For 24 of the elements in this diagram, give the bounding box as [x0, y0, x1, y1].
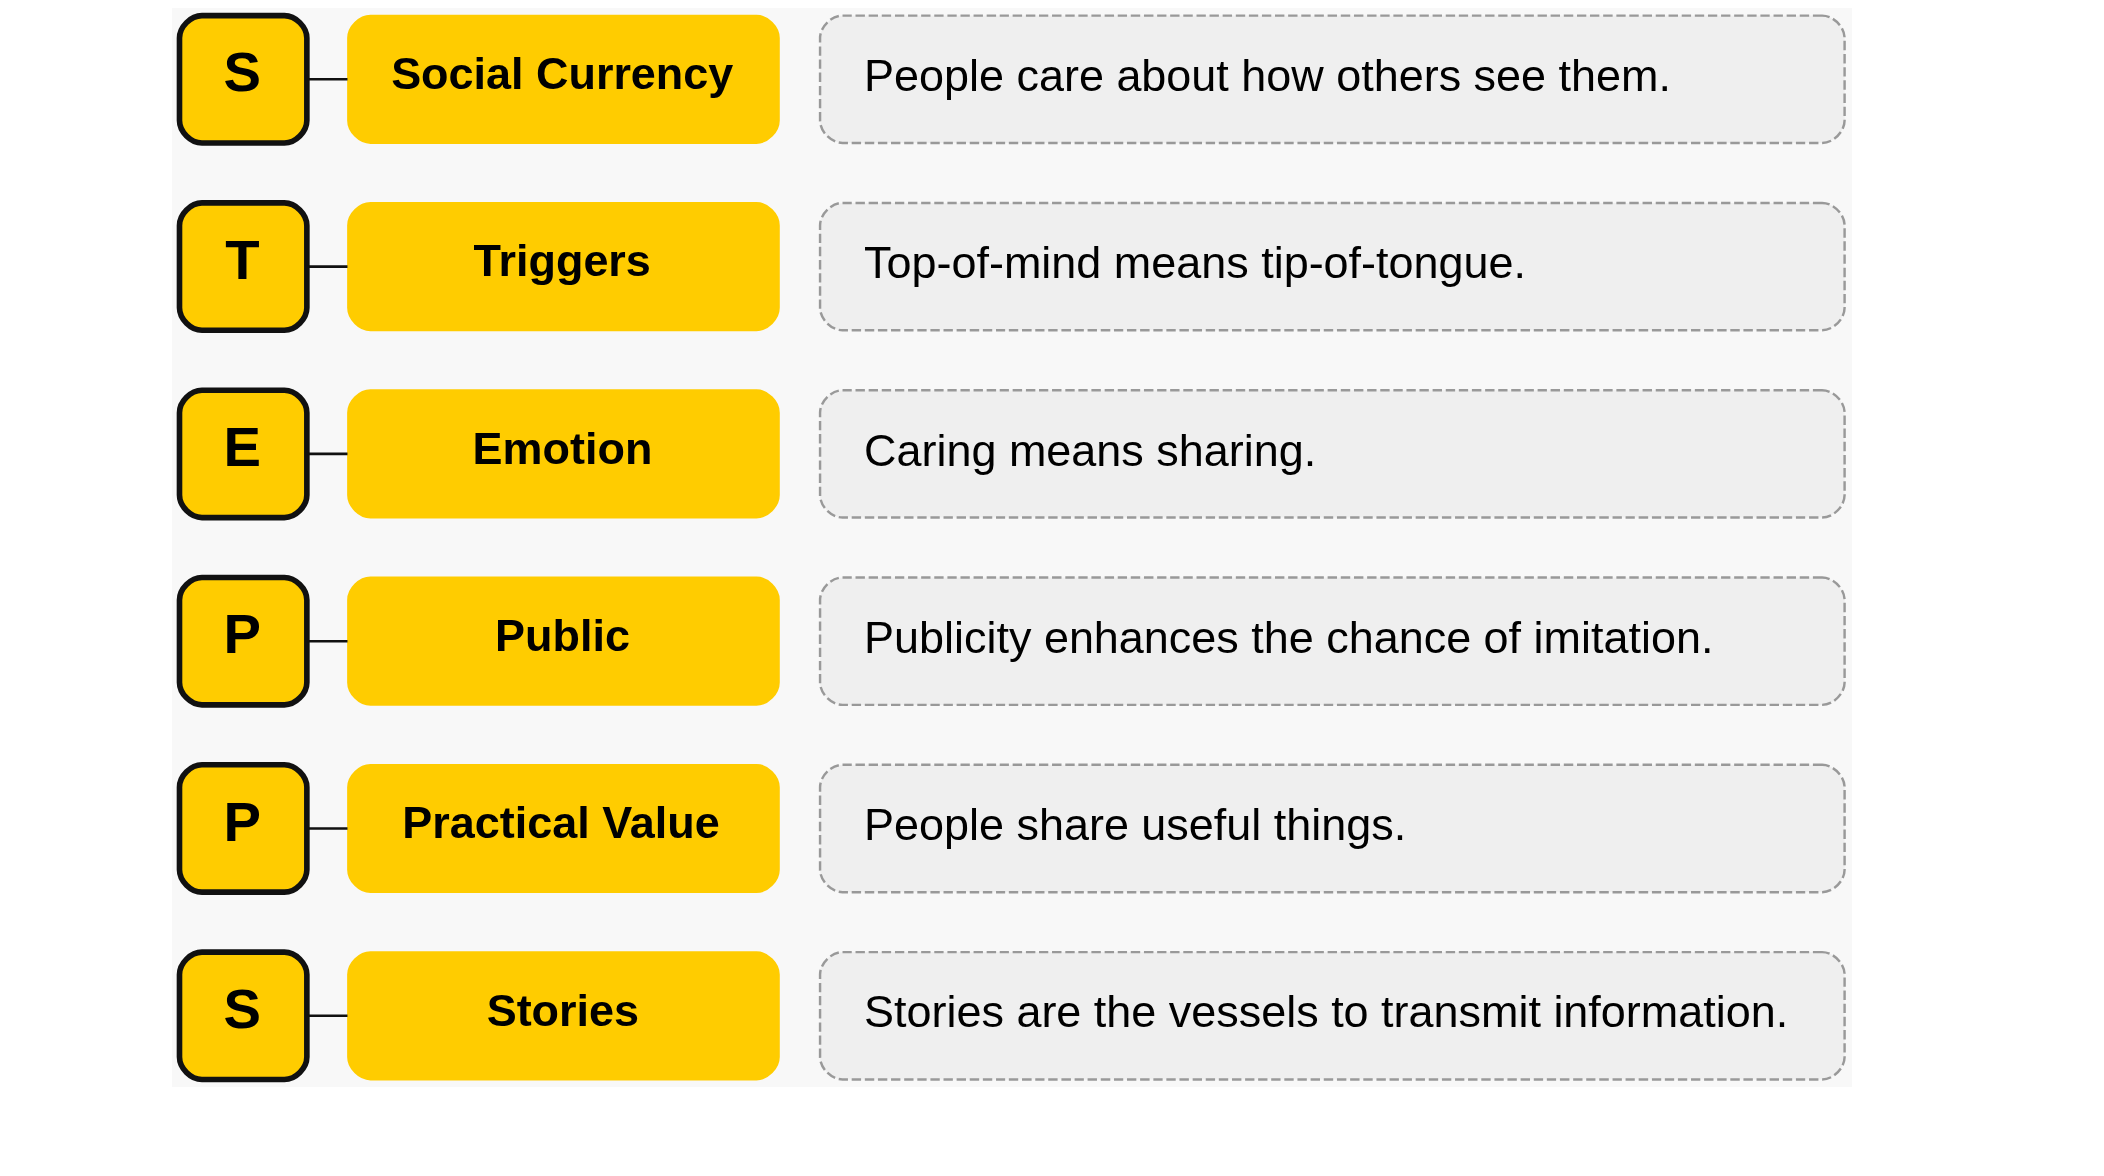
node-box: S — [176, 12, 310, 146]
connector — [307, 1014, 347, 1018]
node-box: Public — [346, 576, 780, 706]
node-box: T — [176, 200, 310, 334]
node-box: Top-of-mind means tip-of-tongue. — [818, 201, 1846, 332]
node-box: Stories are the vessels to transmit information. — [818, 950, 1846, 1081]
node-box: E — [176, 387, 310, 521]
node-box: Stories — [346, 951, 780, 1081]
node-box: Caring means sharing. — [818, 389, 1846, 519]
connector — [307, 452, 347, 456]
node-box: S — [176, 949, 310, 1083]
node-box: Emotion — [346, 389, 780, 519]
node-box: P — [176, 762, 310, 895]
node-box: Social Currency — [346, 14, 780, 144]
node-box: P — [176, 574, 310, 708]
connector — [307, 78, 347, 81]
node-box: Triggers — [346, 201, 780, 332]
node-box: People care about how others see them. — [818, 14, 1846, 145]
connector — [307, 639, 347, 643]
connector — [307, 265, 347, 268]
node-box: Practical Value — [346, 763, 780, 894]
node-box: People share useful things. — [818, 763, 1846, 894]
node-box: Publicity enhances the chance of imitation. — [818, 576, 1846, 707]
connector — [307, 827, 347, 830]
